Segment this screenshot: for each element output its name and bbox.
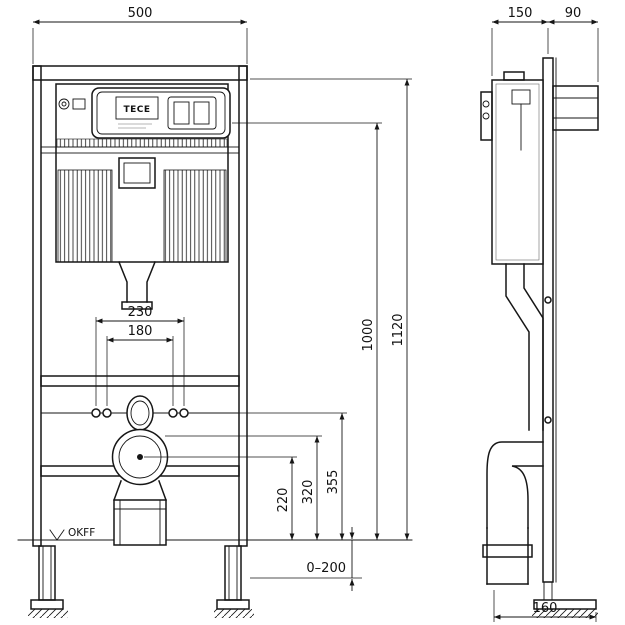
side-view: 150 90 160 [480, 6, 599, 622]
rail-hole-lower [544, 416, 552, 424]
dim-height-inner-label: 1000 [361, 318, 376, 351]
cistern-hatch-right [163, 169, 227, 263]
right-foot-plate [216, 599, 250, 610]
wc-fixing-bolts [40, 395, 240, 431]
fixing-bolt-inner-left [102, 408, 112, 418]
drain-elbow [482, 441, 544, 585]
dimension-depth: 150 [491, 6, 549, 76]
outlet-coupling [482, 544, 533, 558]
inspection-window [118, 157, 156, 189]
dim-mid-height-label: 320 [301, 480, 316, 505]
cistern-hatch-left [57, 169, 113, 263]
dimension-drain-height: 220 [144, 456, 297, 540]
dimension-width: 500 [32, 6, 248, 64]
flush-button-small [193, 101, 210, 125]
wall-bracket [552, 85, 599, 131]
frame-top-crossbar [32, 65, 248, 81]
dim-bolt-inner-label: 180 [128, 324, 153, 339]
dimension-bracket: 90 [548, 6, 599, 82]
dimension-bolt-inner: 180 [106, 324, 174, 406]
access-panel: TECE [58, 87, 231, 139]
frame-right-rail [238, 65, 248, 547]
flush-plate [167, 96, 217, 130]
dim-depth-label: 150 [508, 6, 533, 21]
cistern-hatch-strip [56, 138, 228, 148]
brand-logo-box [115, 96, 159, 120]
dim-width-label: 500 [128, 6, 153, 21]
side-rail [542, 57, 557, 583]
adjustable-feet [28, 545, 254, 618]
ground-hatch-left [28, 609, 68, 618]
dimension-mid-height: 320 [165, 435, 322, 540]
certification-icon [58, 98, 70, 110]
dimension-foot-range: 0–200 [250, 527, 362, 591]
dim-outlet-offset-label: 160 [533, 601, 558, 616]
brand-logo: TECE [123, 105, 150, 115]
side-cistern [480, 71, 544, 265]
frame-mid-crossbar [40, 375, 240, 387]
left-foot [38, 545, 56, 601]
flush-pipe-side [505, 263, 544, 431]
floor-level-mark [49, 529, 65, 541]
dim-flush-height-label: 355 [326, 470, 341, 495]
right-foot [224, 545, 242, 601]
fixing-bolt-outer-right [179, 408, 189, 418]
flush-pipe-front [118, 261, 156, 310]
side-actuator [480, 91, 493, 141]
frame-left-rail [32, 65, 42, 547]
rail-hole-upper [544, 296, 552, 304]
drain-pipe-front [113, 480, 167, 546]
dim-bolt-outer-label: 230 [128, 305, 153, 320]
ground-hatch-side [532, 609, 598, 618]
front-view: OKFF TECE [17, 6, 413, 618]
dimension-bolt-outer: 230 [95, 305, 185, 406]
dimension-height-total: 1120 [250, 78, 412, 540]
dim-foot-range-label: 0–200 [306, 561, 346, 576]
dim-drain-height-label: 220 [276, 488, 291, 513]
dimension-outlet-offset: 160 [493, 590, 597, 622]
dimension-flush-height: 355 [239, 412, 347, 540]
fixing-bolt-outer-left [91, 408, 101, 418]
dim-height-total-label: 1120 [391, 313, 406, 346]
floor-line: OKFF [17, 527, 413, 541]
left-foot-plate [30, 599, 64, 610]
ground-hatch-right [214, 609, 254, 618]
drain-center-point [137, 454, 143, 460]
dimension-height-inner: 1000 [232, 122, 382, 540]
flush-button-large [173, 101, 190, 125]
fixing-bolt-inner-right [168, 408, 178, 418]
cistern [55, 83, 229, 263]
cistern-lid [503, 71, 525, 81]
label-icon [72, 98, 86, 110]
side-foot [532, 581, 598, 618]
dim-bracket-label: 90 [565, 6, 582, 21]
frame-upper-crossbar [40, 146, 240, 154]
floor-label: OKFF [68, 527, 95, 539]
